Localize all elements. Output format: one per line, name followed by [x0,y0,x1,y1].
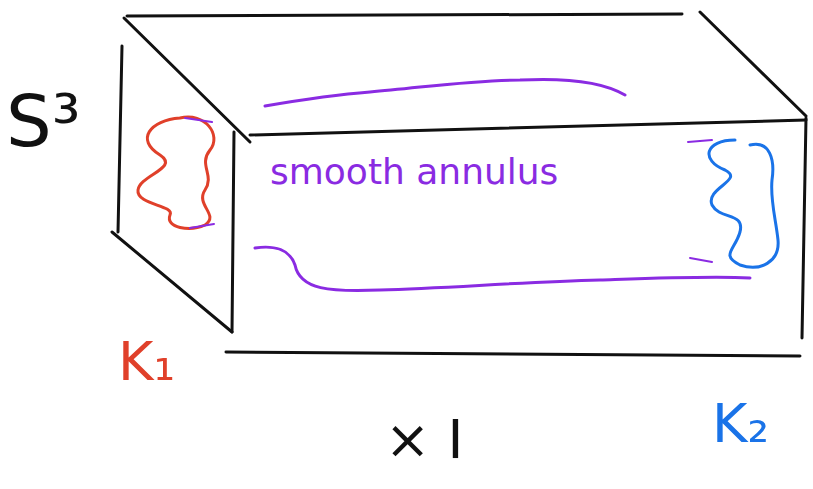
knot-label: K₁ [118,330,175,395]
annulus-label: smooth annulus [270,150,650,193]
annulus-edge [185,118,214,228]
knot-k1 [138,117,214,228]
annulus-edge [688,140,712,262]
annulus-top-edge [265,79,625,106]
box-edge [124,18,250,142]
knot-k2 [709,140,778,267]
box-edge [112,232,232,332]
box-edge [232,132,234,332]
knot-label: K₂ [712,392,769,457]
box-edge [250,120,806,135]
space-label: S³ [6,78,81,164]
annulus-bottom-edge [255,247,750,290]
box-edge [127,14,682,16]
box-edge [226,352,800,356]
interval-label: × I [385,408,463,473]
box-edge [802,118,806,338]
box-edge [700,12,806,116]
box-edge [118,46,122,232]
